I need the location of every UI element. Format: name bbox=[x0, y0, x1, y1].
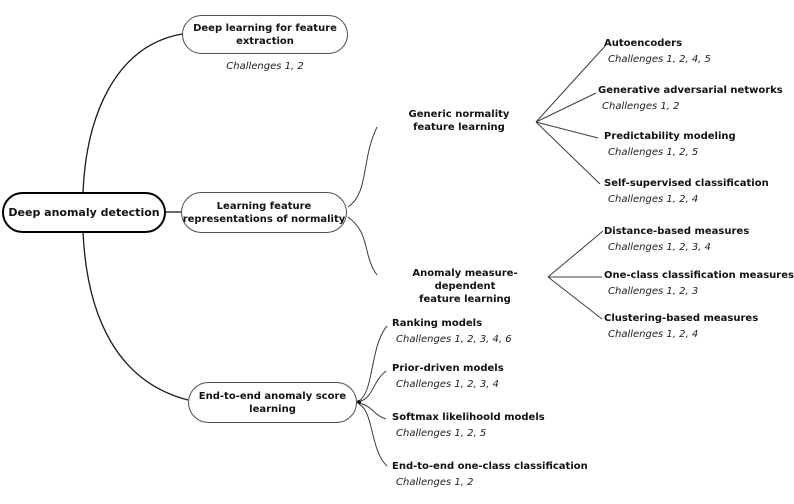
leaf-autoencoders: Autoencoders Challenges 1, 2, 4, 5 bbox=[604, 38, 711, 66]
leaf-challenges: Challenges 1, 2, 4, 5 bbox=[608, 54, 711, 65]
leaf-title: Generative adversarial networks bbox=[598, 85, 783, 96]
leaf-challenges: Challenges 1, 2, 3 bbox=[608, 286, 699, 297]
category-feature-extraction: Deep learning for feature extraction bbox=[182, 15, 348, 54]
leaf-predictability: Predictability modeling Challenges 1, 2,… bbox=[604, 131, 736, 159]
edge-score-to-softmax bbox=[358, 402, 387, 420]
leaf-title: Self-supervised classification bbox=[604, 178, 769, 189]
category-score-learning: End-to-end anomaly score learning bbox=[188, 382, 357, 423]
leaf-challenges: Challenges 1, 2, 3, 4 bbox=[396, 379, 499, 390]
group-generic-normality: Generic normality feature learning bbox=[408, 109, 510, 133]
leaf-prior-driven-models: Prior-driven models Challenges 1, 2, 3, … bbox=[392, 363, 504, 391]
leaf-challenges: Challenges 1, 2, 4 bbox=[608, 329, 699, 340]
edge-generic-to-gan bbox=[535, 92, 597, 123]
leaf-title: Clustering-based measures bbox=[604, 313, 759, 324]
leaf-e2e-one-class: End-to-end one-class classification Chal… bbox=[392, 461, 588, 489]
edge-root-to-score-learning bbox=[82, 231, 189, 401]
edge-generic-to-self-supervised bbox=[535, 121, 601, 185]
category-representations: Learning feature representations of norm… bbox=[181, 192, 347, 233]
category-representations-label: Learning feature representations of norm… bbox=[182, 200, 346, 225]
edge-representations-to-generic bbox=[347, 126, 378, 208]
group-measure-dependent: Anomaly measure-dependent feature learni… bbox=[412, 268, 518, 305]
leaf-title: Softmax likelihoold models bbox=[392, 412, 545, 423]
leaf-ranking-models: Ranking models Challenges 1, 2, 3, 4, 6 bbox=[392, 318, 512, 346]
leaf-title: End-to-end one-class classification bbox=[392, 461, 588, 472]
edge-representations-to-measure bbox=[347, 216, 378, 276]
root-node: Deep anomaly detection bbox=[2, 192, 166, 233]
edge-root-to-feature-extraction bbox=[82, 33, 183, 194]
root-node-label: Deep anomaly detection bbox=[8, 206, 160, 219]
leaf-title: Predictability modeling bbox=[604, 131, 736, 142]
edge-measure-to-distance bbox=[547, 230, 604, 278]
leaf-challenges: Challenges 1, 2, 3, 4 bbox=[608, 242, 711, 253]
leaf-title: One-class classification measures bbox=[604, 270, 794, 281]
edge-measure-to-clustering bbox=[547, 276, 603, 320]
leaf-challenges: Challenges 1, 2, 3, 4, 6 bbox=[396, 334, 512, 345]
leaf-title: Distance-based measures bbox=[604, 226, 750, 237]
leaf-challenges: Challenges 1, 2, 5 bbox=[396, 428, 487, 439]
edge-generic-to-predictability bbox=[535, 121, 599, 139]
leaf-one-class-measures: One-class classification measures Challe… bbox=[604, 270, 794, 298]
leaf-distance-based: Distance-based measures Challenges 1, 2,… bbox=[604, 226, 749, 254]
category-score-learning-label: End-to-end anomaly score learning bbox=[198, 390, 347, 415]
leaf-challenges: Challenges 1, 2, 4 bbox=[608, 194, 699, 205]
leaf-softmax-likelihood-models: Softmax likelihoold models Challenges 1,… bbox=[392, 412, 545, 440]
leaf-title: Prior-driven models bbox=[392, 363, 504, 374]
leaf-title: Ranking models bbox=[392, 318, 483, 329]
edge-score-to-one-class-e2e bbox=[358, 403, 388, 467]
leaf-title: Autoencoders bbox=[604, 38, 683, 49]
leaf-challenges: Challenges 1, 2, 5 bbox=[608, 147, 699, 158]
score-fan-knot bbox=[357, 400, 361, 404]
leaf-clustering-based: Clustering-based measures Challenges 1, … bbox=[604, 313, 758, 341]
leaf-self-supervised: Self-supervised classification Challenge… bbox=[604, 178, 769, 206]
edge-generic-to-autoencoders bbox=[535, 44, 607, 123]
edge-score-to-ranking bbox=[358, 325, 388, 402]
edge-score-to-prior bbox=[358, 370, 387, 403]
leaf-challenges: Challenges 1, 2 bbox=[396, 477, 474, 488]
category-feature-extraction-label: Deep learning for feature extraction bbox=[193, 22, 337, 47]
leaf-challenges: Challenges 1, 2 bbox=[602, 101, 680, 112]
category-feature-extraction-challenges: Challenges 1, 2 bbox=[226, 61, 304, 72]
leaf-gan: Generative adversarial networks Challeng… bbox=[598, 85, 783, 113]
